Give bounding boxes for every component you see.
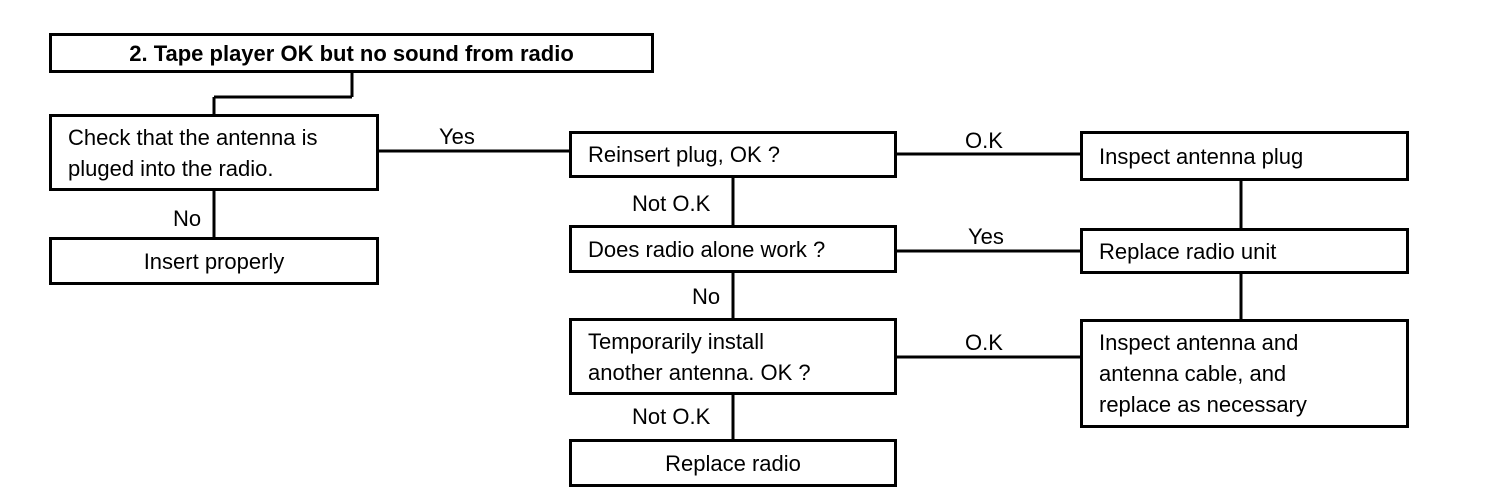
temporarily-install-line-1: Temporarily install bbox=[588, 328, 765, 354]
inspect-antenna-cable-line-2: antenna cable, and bbox=[1099, 361, 1287, 386]
check-antenna-line-1: Check that the antenna is bbox=[68, 124, 318, 150]
label-no-check: No bbox=[173, 206, 202, 231]
replace-radio-box: Replace radio bbox=[569, 439, 897, 487]
label-not-ok-reinsert: Not O.K bbox=[632, 191, 711, 216]
radio-alone-text: Does radio alone work ? bbox=[588, 236, 826, 262]
check-antenna-box: Check that the antenna is pluged into th… bbox=[49, 114, 379, 191]
replace-radio-unit-text: Replace radio unit bbox=[1099, 238, 1277, 264]
inspect-antenna-cable-box: Inspect antenna and antenna cable, and r… bbox=[1080, 319, 1409, 428]
insert-properly-text: Insert properly bbox=[143, 248, 285, 274]
reinsert-plug-box: Reinsert plug, OK ? bbox=[569, 131, 897, 178]
temporarily-install-line-2: another antenna. OK ? bbox=[588, 359, 811, 385]
inspect-antenna-plug-text: Inspect antenna plug bbox=[1099, 143, 1304, 169]
inspect-antenna-cable-line-1: Inspect antenna and bbox=[1099, 330, 1299, 355]
reinsert-plug-text: Reinsert plug, OK ? bbox=[588, 142, 780, 167]
insert-properly-box: Insert properly bbox=[49, 237, 379, 285]
replace-radio-text: Replace radio bbox=[665, 450, 801, 476]
title-box: 2. Tape player OK but no sound from radi… bbox=[49, 33, 654, 73]
temporarily-install-box: Temporarily install another antenna. OK … bbox=[569, 318, 897, 395]
label-yes-check: Yes bbox=[439, 124, 475, 149]
inspect-antenna-plug-box: Inspect antenna plug bbox=[1080, 131, 1409, 181]
title-text: 2. Tape player OK but no sound from radi… bbox=[129, 40, 574, 66]
radio-alone-box: Does radio alone work ? bbox=[569, 225, 897, 273]
label-not-ok-temp-install: Not O.K bbox=[632, 404, 711, 429]
label-no-radio-alone: No bbox=[692, 284, 721, 309]
check-antenna-line-2: pluged into the radio. bbox=[68, 155, 274, 181]
label-ok-reinsert: O.K bbox=[965, 128, 1003, 153]
label-ok-temp-install: O.K bbox=[965, 330, 1003, 355]
inspect-antenna-cable-line-3: replace as necessary bbox=[1099, 392, 1307, 417]
replace-radio-unit-box: Replace radio unit bbox=[1080, 228, 1409, 274]
label-yes-radio-alone: Yes bbox=[968, 224, 1004, 249]
